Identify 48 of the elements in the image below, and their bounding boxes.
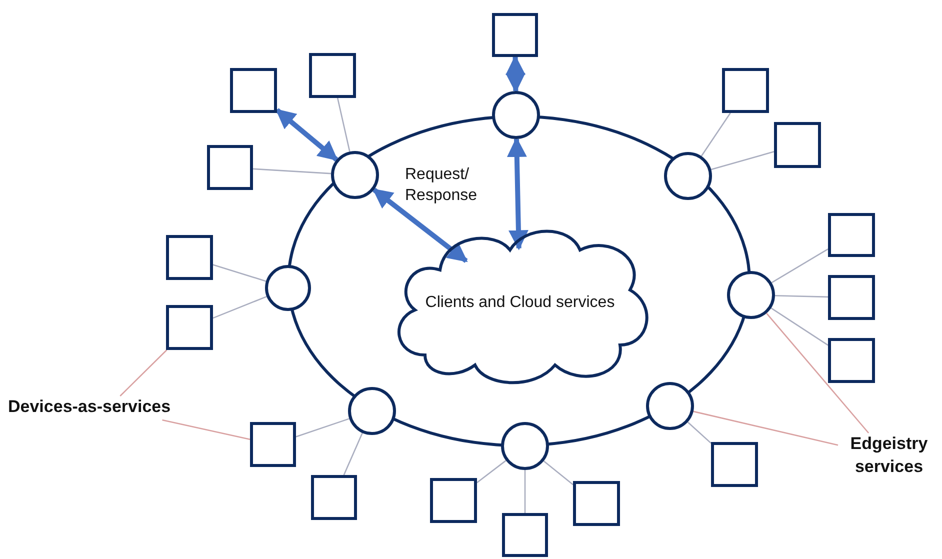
device-square	[492, 13, 538, 57]
device-square	[722, 68, 769, 113]
service-circle	[727, 271, 775, 319]
link-line	[252, 168, 332, 174]
service-circle	[492, 91, 540, 139]
leader-line	[693, 410, 838, 446]
device-square	[430, 478, 477, 523]
double-arrow	[505, 55, 526, 93]
leader-line	[120, 350, 168, 396]
service-circle	[265, 265, 311, 311]
device-square	[207, 145, 253, 190]
device-square	[309, 53, 356, 98]
link-line	[336, 98, 350, 152]
link-line	[687, 422, 712, 444]
device-square	[828, 213, 875, 257]
link-line	[296, 418, 350, 438]
device-square	[774, 122, 821, 168]
leader-line	[766, 312, 870, 434]
device-square	[828, 338, 875, 383]
callout-label: Edgeistry services	[838, 433, 940, 481]
device-square	[250, 422, 296, 467]
service-circle	[501, 422, 549, 470]
device-square	[573, 481, 620, 526]
link-line	[770, 308, 828, 346]
device-square	[230, 68, 277, 113]
double-arrow	[372, 188, 468, 263]
device-square	[828, 275, 875, 320]
link-line	[774, 294, 828, 298]
link-line	[543, 460, 574, 486]
device-square	[166, 235, 213, 280]
link-line	[476, 460, 506, 484]
double-arrow	[275, 108, 338, 162]
device-square	[711, 442, 758, 487]
link-line	[710, 151, 774, 170]
leader-line	[162, 419, 250, 440]
device-square	[502, 513, 548, 557]
device-square	[311, 475, 357, 520]
link-line	[524, 470, 526, 513]
link-line	[343, 432, 363, 476]
link-line	[212, 264, 266, 282]
link-line	[771, 248, 828, 284]
callout-label: Devices-as-services	[8, 396, 208, 420]
link-line	[700, 112, 731, 156]
cloud-label: Clients and Cloud services	[425, 294, 615, 312]
annotation-label: Request/ Response	[405, 165, 478, 206]
device-square	[166, 305, 213, 350]
double-arrow	[506, 137, 528, 250]
link-line	[212, 296, 267, 319]
